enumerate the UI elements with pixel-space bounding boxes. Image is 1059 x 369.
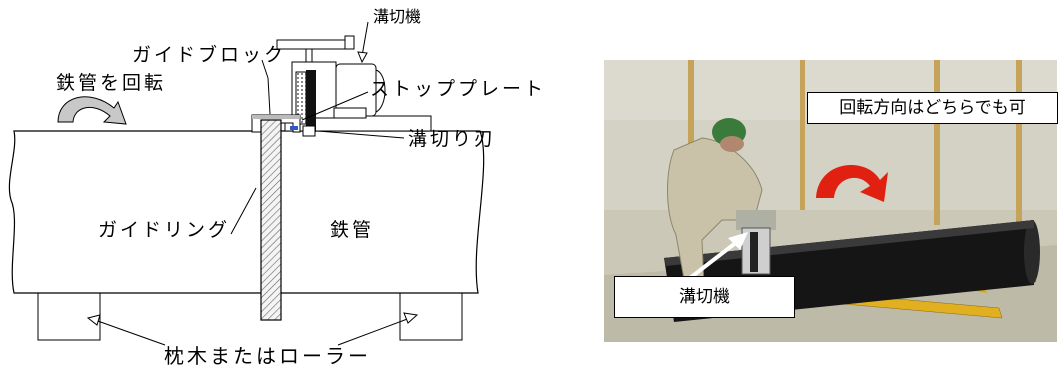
guide-ring: [260, 119, 282, 321]
label-steel-pipe: 鉄管: [330, 219, 375, 241]
callout-machine: 溝切機: [614, 276, 795, 318]
site-photo: [604, 60, 1057, 342]
groove-blade: [306, 70, 316, 132]
rotation-arrow-gray: [57, 96, 127, 125]
label-stop-plate: ストッププレート: [370, 78, 547, 100]
label-guide-block: ガイドブロック: [132, 44, 287, 66]
label-rotate-pipe: 鉄管を回転: [56, 72, 167, 94]
steel-pipe-body: [8, 130, 485, 294]
guide-block: [251, 114, 301, 133]
label-supports: 枕木またはローラー: [164, 344, 371, 368]
label-machine: 溝切機: [373, 7, 422, 26]
support-left: [37, 291, 101, 341]
stop-plate: [290, 126, 298, 130]
label-groove-blade: 溝切り刃: [408, 128, 497, 150]
photo-scene: [604, 60, 1057, 342]
rotation-arrow-red: [816, 165, 888, 202]
label-guide-ring: ガイドリング: [98, 219, 231, 241]
callout-direction: 回転方向はどちらでも可: [807, 92, 1058, 124]
pipe-diagram: [8, 21, 485, 346]
handle-bar: [276, 39, 350, 50]
